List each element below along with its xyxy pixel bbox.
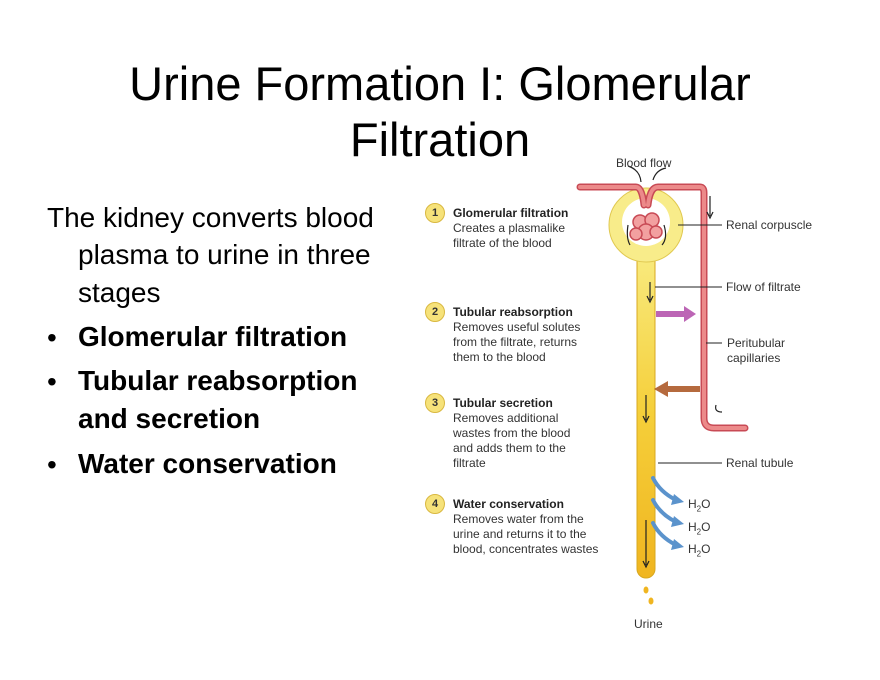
water-o: O: [701, 497, 711, 511]
water-sub: 2: [696, 549, 702, 559]
step-text: blood, concentrates wastes: [453, 542, 599, 556]
bullet-tubular-reabsorption-cont: and secretion: [78, 403, 261, 434]
urine-drops: [643, 586, 654, 605]
intro-text: stages: [78, 277, 161, 308]
bullet-glomerular-filtration: Glomerular filtration: [78, 321, 348, 352]
step-text: Removes additional: [453, 411, 559, 425]
water-arrows: [651, 476, 678, 547]
step-badge: 4: [425, 494, 445, 514]
label-blood-flow: Blood flow: [616, 156, 672, 170]
step-text: urine and returns it to the: [453, 527, 587, 541]
label-water: H2O: [688, 542, 710, 558]
step-badge: 1: [425, 203, 445, 223]
label-water: H2O: [688, 520, 710, 536]
water-h: H: [688, 497, 697, 511]
step-text: them to the blood: [453, 350, 546, 364]
bullet-glyph: •: [47, 366, 57, 397]
bullet-water-conservation: Water conservation: [78, 448, 337, 479]
step-text: Removes water from the: [453, 512, 584, 526]
water-sub: 2: [696, 527, 702, 537]
bullet-tubular-reabsorption: Tubular reabsorption: [78, 365, 358, 396]
secretion-arrow: [654, 381, 700, 397]
water-o: O: [701, 542, 711, 556]
step-heading: Tubular secretion: [453, 396, 553, 410]
step-text: wastes from the blood: [453, 426, 571, 440]
reabsorption-arrow: [656, 306, 696, 322]
step-text: Creates a plasmalike: [453, 221, 566, 235]
step-text: filtrate: [453, 456, 486, 470]
intro-text: The kidney converts blood: [47, 202, 374, 233]
slide-title-line-1: Urine Formation I: Glomerular: [129, 57, 751, 110]
step-badge: 2: [425, 302, 445, 322]
intro-text: plasma to urine in three: [78, 239, 371, 270]
step-text: and adds them to the: [453, 441, 566, 455]
step-text: filtrate of the blood: [453, 236, 552, 250]
step-heading: Tubular reabsorption: [453, 305, 573, 319]
water-h: H: [688, 542, 697, 556]
label-renal-tubule: Renal tubule: [726, 456, 794, 470]
water-sub: 2: [696, 504, 702, 514]
water-o: O: [701, 520, 711, 534]
water-h: H: [688, 520, 697, 534]
label-water: H2O: [688, 497, 710, 513]
label-capillaries: capillaries: [727, 351, 781, 365]
bullet-glyph: •: [47, 322, 57, 353]
label-renal-corpuscle: Renal corpuscle: [726, 218, 813, 232]
step-heading: Glomerular filtration: [453, 206, 569, 220]
step-heading: Water conservation: [453, 497, 564, 511]
step-text: Removes useful solutes: [453, 320, 581, 334]
step-badge: 3: [425, 393, 445, 413]
bullet-glyph: •: [47, 449, 57, 480]
label-flow-of-filtrate: Flow of filtrate: [726, 280, 801, 294]
glomerulus: [629, 212, 663, 241]
label-urine: Urine: [634, 617, 663, 631]
flow-arrows: [626, 165, 723, 569]
step-text: from the filtrate, returns: [453, 335, 578, 349]
label-peritubular: Peritubular: [727, 336, 786, 350]
slide-title-line-2: Filtration: [349, 113, 531, 166]
